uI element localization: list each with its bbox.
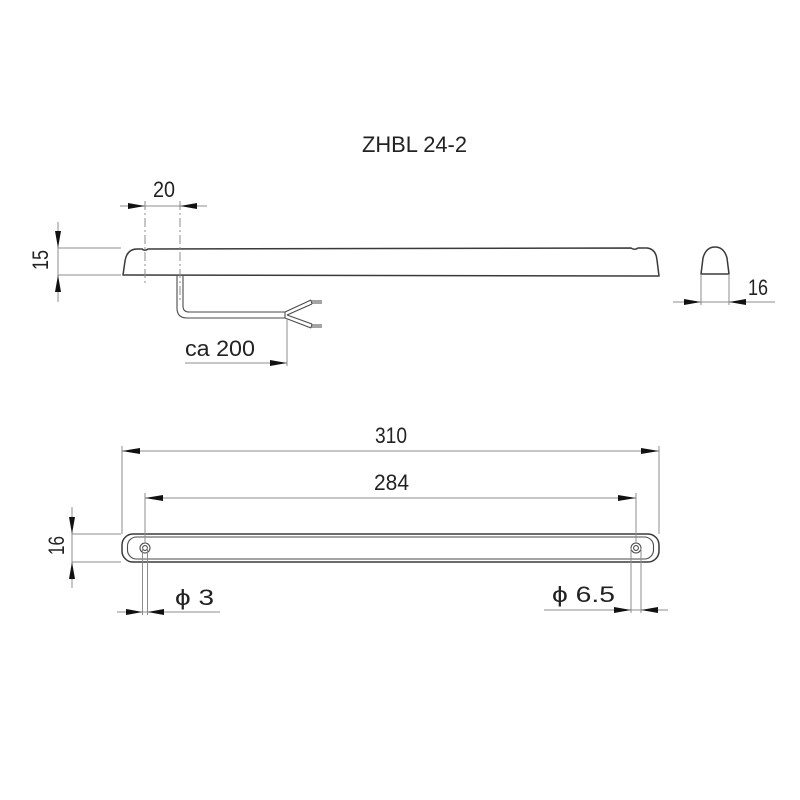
- conductor-upper-tip: [312, 300, 322, 304]
- arrowhead-icon: [55, 275, 61, 292]
- arrowhead-icon: [69, 562, 75, 579]
- dim-label-cable: ca 200: [185, 336, 255, 361]
- arrowhead-icon: [614, 607, 631, 613]
- arrowhead-icon: [618, 495, 636, 501]
- mounting-hole-left-inner: [142, 545, 148, 551]
- dim-label-20: 20: [153, 177, 175, 202]
- dim-label-16-plan: 16: [44, 536, 69, 555]
- side-view: 20 15 ca 200: [28, 177, 660, 366]
- mounting-hole-left-outer: [139, 542, 151, 554]
- mounting-hole-right-inner: [633, 545, 639, 551]
- arrowhead-icon: [69, 517, 75, 534]
- side-profile-outline: [122, 247, 660, 277]
- arrowhead-icon: [729, 299, 746, 305]
- end-profile-outline: [700, 246, 730, 275]
- arrowhead-icon: [128, 203, 145, 209]
- arrowhead-icon: [147, 609, 164, 615]
- arrowhead-icon: [684, 299, 701, 305]
- conductor-upper: [284, 299, 313, 316]
- arrowhead-icon: [55, 231, 61, 248]
- dim-label-284: 284: [374, 470, 409, 495]
- dim-label-15: 15: [28, 250, 53, 270]
- dim-label-d3: ϕ 3: [175, 585, 214, 610]
- dim-label-310: 310: [375, 423, 407, 448]
- conductor-lower: [284, 314, 313, 329]
- dim-label-d65: ϕ 6.5: [552, 582, 615, 607]
- arrowhead-icon: [145, 495, 163, 501]
- arrowhead-icon: [122, 448, 140, 454]
- cable-outer-edge: [176, 276, 285, 319]
- arrowhead-icon: [126, 609, 143, 615]
- plan-outline-inner: [126, 536, 655, 560]
- plan-outline-outer: [121, 533, 660, 563]
- arrowhead-icon: [270, 360, 287, 366]
- mounting-hole-right-outer: [630, 542, 642, 554]
- drawing-title: ZHBL 24-2: [362, 132, 467, 157]
- plan-view: 310 284 16 ϕ 3 ϕ 6.5: [44, 423, 668, 615]
- arrowhead-icon: [641, 607, 658, 613]
- conductor-lower-tip: [312, 324, 322, 328]
- arrowhead-icon: [180, 203, 197, 209]
- dim-label-16-end: 16: [748, 275, 768, 300]
- arrowhead-icon: [641, 448, 659, 454]
- cable-inner-edge: [182, 276, 285, 313]
- end-view: 16: [673, 246, 775, 305]
